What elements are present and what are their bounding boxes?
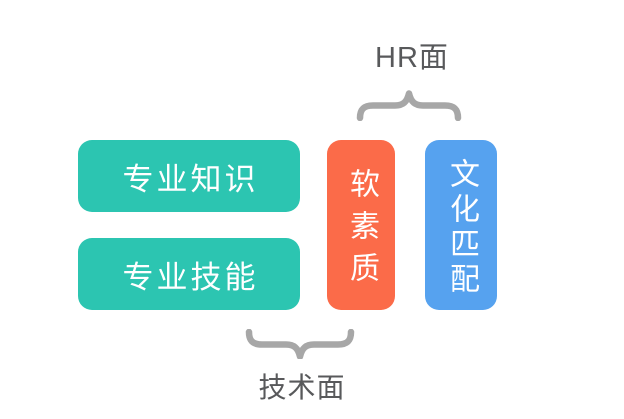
box-professional-knowledge-label: 专业知识 [122,161,259,197]
box-culture-fit-label: 文化匹配 [445,157,478,298]
brace-path [245,329,355,359]
box-soft-quality: 软素质 [327,140,395,310]
tech-group-brace-icon [245,329,355,359]
box-professional-skills-label: 专业技能 [122,259,259,295]
brace-path [356,90,462,121]
hr-group-label: HR面 [375,42,449,74]
box-soft-quality-label: 软素质 [345,168,378,294]
hr-group-brace-icon [356,90,462,121]
tech-group-label: 技术面 [258,372,346,403]
box-professional-knowledge: 专业知识 [78,140,300,212]
box-professional-skills: 专业技能 [78,238,300,310]
box-culture-fit: 文化匹配 [425,140,497,310]
